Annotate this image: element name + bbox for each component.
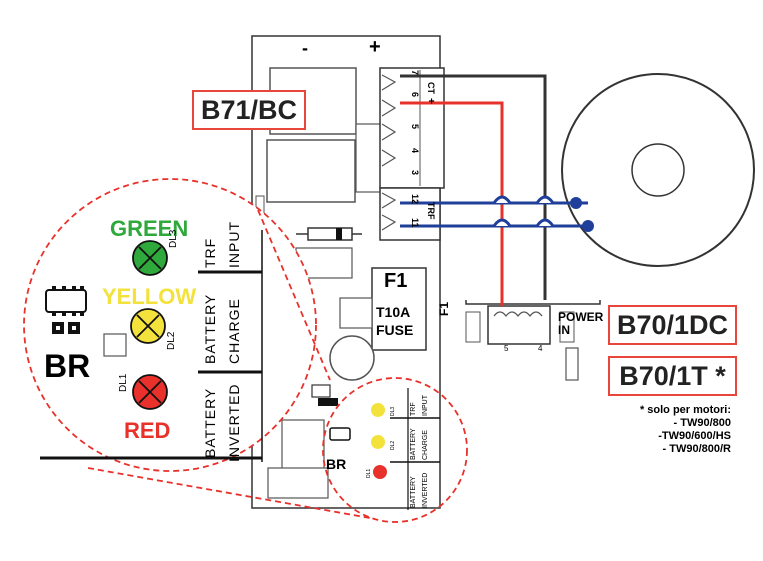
motor-note: * solo per motori: - TW90/800 -TW90/600/… bbox=[640, 404, 731, 456]
fuse-f1-label: F1 bbox=[384, 270, 408, 292]
minus-terminal-label: - bbox=[302, 38, 308, 58]
legend-charge-large: CHARGE bbox=[226, 298, 242, 364]
led-dl3-small: DL3 bbox=[390, 406, 396, 416]
led-dl2-small: DL2 bbox=[390, 440, 396, 450]
terminal-plus-label: + bbox=[425, 98, 436, 104]
fuse-holder bbox=[371, 267, 427, 351]
diode bbox=[307, 227, 353, 241]
fuse-f1-small-label: F1 bbox=[437, 301, 451, 316]
led-yellow-large bbox=[130, 308, 166, 344]
led-callout-large bbox=[23, 178, 317, 472]
connector-pin-5: 5 bbox=[504, 344, 509, 353]
br-label-large: BR bbox=[44, 348, 91, 384]
wire-red bbox=[400, 101, 504, 306]
led-dl1-label: DL1 bbox=[118, 373, 129, 392]
connector-pin-4: 4 bbox=[538, 344, 543, 353]
legend-battery-inverted-small: BATTERY bbox=[410, 476, 417, 508]
led-green-small bbox=[371, 403, 385, 417]
in-label: IN bbox=[558, 323, 570, 337]
led-red-large bbox=[132, 374, 168, 410]
led-green-label: GREEN bbox=[110, 216, 189, 241]
motor-note-item: - TW90/800/R bbox=[662, 443, 731, 455]
b70-1dc-label: B70/1DC bbox=[608, 305, 737, 345]
b70-1t-label: B70/1T * bbox=[608, 356, 737, 396]
motor-note-item: - TW90/800 bbox=[673, 417, 731, 429]
terminal-pin-7: 7 bbox=[410, 70, 420, 76]
terminal-pin-12: 12 bbox=[410, 194, 420, 205]
legend-input-small: INPUT bbox=[422, 395, 429, 416]
terminal-pin-5: 5 bbox=[410, 124, 420, 130]
legend-inverted-small: INVERTED bbox=[422, 472, 429, 508]
terminal-pin-4: 4 bbox=[410, 148, 420, 154]
legend-inverted-large: INVERTED bbox=[226, 383, 242, 462]
legend-charge-small: CHARGE bbox=[422, 430, 429, 460]
power-label: POWER bbox=[558, 310, 604, 324]
motor-note-title: * solo per motori: bbox=[639, 404, 731, 416]
led-green-large bbox=[132, 240, 168, 276]
fuse-text-label: FUSE bbox=[376, 322, 414, 338]
relay-block bbox=[355, 123, 383, 193]
led-yellow-label: YELLOW bbox=[102, 284, 197, 309]
led-red-label: RED bbox=[124, 418, 171, 443]
legend-battery-charge-large: BATTERY bbox=[202, 293, 218, 364]
legend-battery-inverted-large: BATTERY bbox=[202, 387, 218, 458]
plus-terminal-label: + bbox=[369, 36, 381, 58]
transformer-inner bbox=[631, 143, 685, 197]
terminal-pin-3: 3 bbox=[410, 170, 420, 176]
terminal-pin-6: 6 bbox=[410, 92, 420, 98]
terminal-pin-11: 11 bbox=[410, 218, 420, 228]
legend-input-large: INPUT bbox=[226, 221, 242, 268]
terminal-ct-label: CT bbox=[426, 82, 436, 94]
led-dl1-small: DL1 bbox=[366, 468, 372, 478]
led-dl2-label: DL2 bbox=[166, 331, 177, 350]
led-red-small bbox=[373, 465, 387, 479]
battery-block-2 bbox=[266, 139, 356, 203]
power-in-connector bbox=[487, 305, 551, 345]
br-label-small: BR bbox=[326, 456, 347, 472]
led-dl3-label: DL3 bbox=[168, 229, 179, 248]
motor-note-item: -TW90/600/HS bbox=[658, 430, 731, 442]
board-outline bbox=[251, 35, 441, 509]
br-chip-large bbox=[45, 289, 87, 313]
terminal-trf-label: TRF bbox=[426, 202, 436, 220]
legend-trf-large: TRF bbox=[202, 237, 218, 268]
led-yellow-small bbox=[371, 435, 385, 449]
fuse-rating-label: T10A bbox=[376, 304, 411, 320]
legend-battery-charge-small: BATTERY bbox=[410, 428, 417, 460]
b71bc-label: B71/BC bbox=[192, 90, 306, 130]
capacitor bbox=[329, 335, 375, 381]
led-callout-small bbox=[322, 377, 468, 523]
legend-trf-small: TRF bbox=[410, 402, 417, 416]
